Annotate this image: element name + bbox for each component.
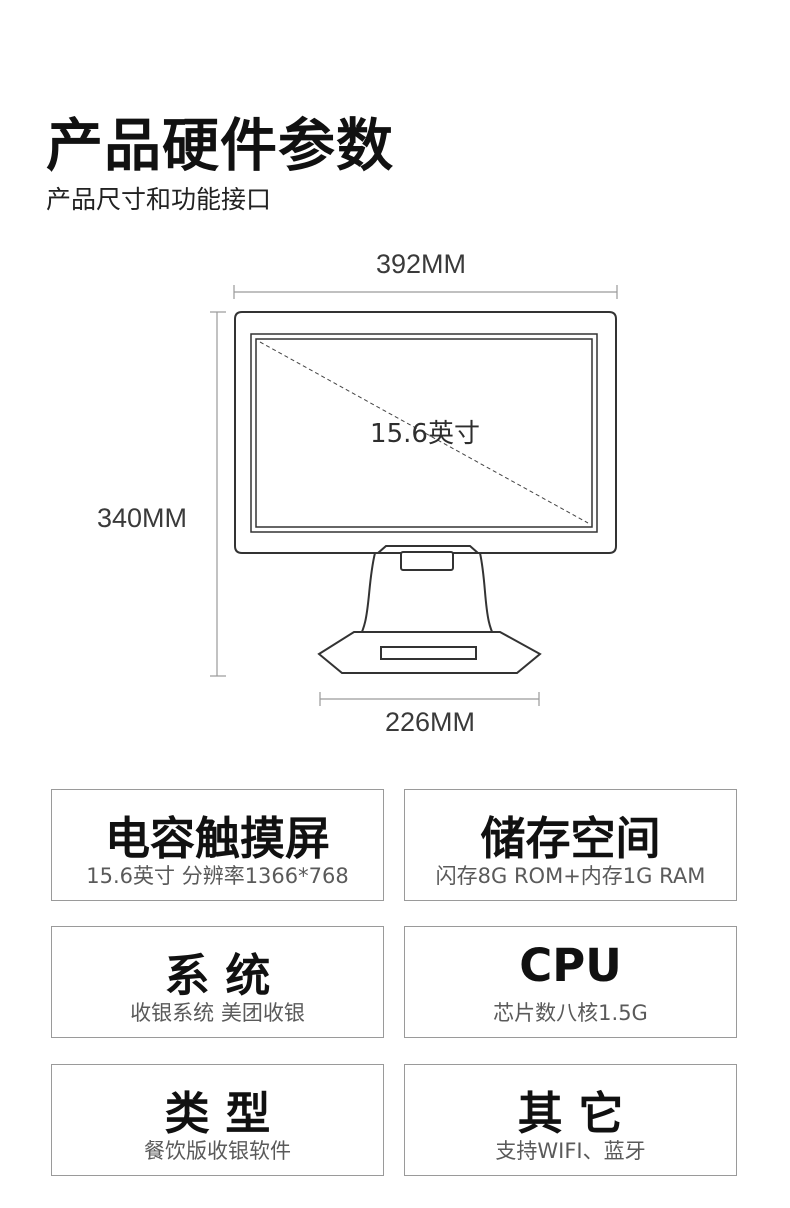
monitor-body: [234, 311, 617, 571]
spec-card-type: 类 型 餐饮版收银软件: [51, 1064, 384, 1176]
spec-card-title: 系 统: [164, 949, 271, 1002]
base-dimension-line: [319, 692, 540, 706]
spec-card-cpu: CPU 芯片数八核1.5G: [404, 926, 737, 1038]
width-dimension-line: [233, 285, 618, 299]
dimension-diagram: 392MM 340MM 226MM 15.6英寸: [0, 230, 790, 750]
spec-card-title: 其 它: [517, 1087, 624, 1140]
monitor-drawing: [210, 285, 618, 706]
spec-card-title: 类 型: [164, 1087, 271, 1140]
spec-card-other: 其 它 支持WIFI、蓝牙: [404, 1064, 737, 1176]
spec-card-title: 储存空间: [480, 812, 661, 865]
spec-card-storage: 储存空间 闪存8G ROM+内存1G RAM: [404, 789, 737, 901]
height-dimension-line: [210, 311, 226, 677]
spec-card-detail: 闪存8G ROM+内存1G RAM: [435, 864, 706, 888]
spec-card-touchscreen: 电容触摸屏 15.6英寸 分辨率1366*768: [51, 789, 384, 901]
spec-card-detail: 支持WIFI、蓝牙: [495, 1139, 646, 1163]
screen-size-label: 15.6英寸: [370, 419, 480, 449]
monitor-screen: [250, 333, 598, 533]
page-title: 产品硬件参数: [46, 113, 394, 179]
spec-card-system: 系 统 收银系统 美团收银: [51, 926, 384, 1038]
base-width-label: 226MM: [385, 707, 476, 737]
spec-card-detail: 收银系统 美团收银: [130, 1001, 305, 1025]
spec-card-title: CPU: [519, 939, 622, 992]
width-label: 392MM: [376, 249, 467, 279]
monitor-stand: [317, 552, 542, 674]
spec-card-detail: 餐饮版收银软件: [144, 1139, 291, 1163]
spec-card-detail: 芯片数八核1.5G: [493, 1001, 648, 1025]
spec-card-detail: 15.6英寸 分辨率1366*768: [86, 864, 349, 888]
spec-card-title: 电容触摸屏: [104, 812, 330, 865]
page-subtitle: 产品尺寸和功能接口: [46, 185, 272, 214]
height-label: 340MM: [97, 503, 188, 533]
